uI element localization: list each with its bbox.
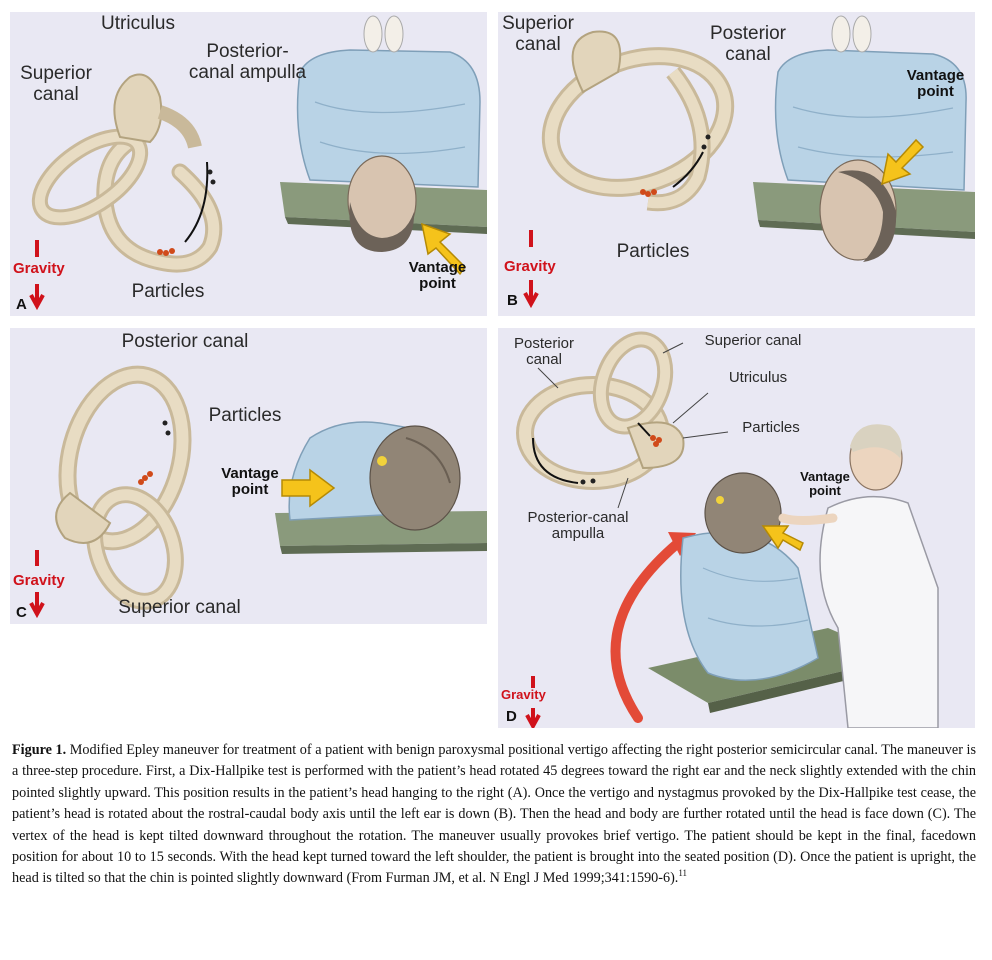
label-vantage-point: Vantage point (408, 259, 467, 293)
panel-b: Superior canal Posterior canal Particles… (498, 12, 975, 316)
gravity-label: Gravity (13, 260, 65, 277)
label-posterior-canal-ampulla: Posterior-canal ampulla (527, 509, 629, 543)
panel-letter-c: C (16, 604, 27, 621)
gravity-label: Gravity (13, 572, 65, 589)
label-superior-canal: Superior canal (502, 13, 574, 55)
label-posterior-canal: Posterior canal (513, 335, 575, 369)
gravity-down-arrow-icon (523, 280, 539, 309)
panel-a: Utriculus Superior canal Posterior- cana… (10, 12, 487, 316)
figure-caption: Figure 1. Modified Epley maneuver for tr… (12, 740, 976, 890)
figure-label: Figure 1. (12, 742, 67, 758)
label-particles: Particles (208, 405, 282, 426)
label-particles: Particles (616, 241, 690, 262)
panel-letter-a: A (16, 296, 27, 313)
panel-d: Posterior canal Superior canal Utriculus… (498, 328, 975, 728)
gravity-down-arrow-icon (29, 592, 45, 619)
label-posterior-canal: Posterior canal (709, 23, 787, 65)
panel-c-illustration (29, 365, 487, 619)
label-particles: Particles (131, 281, 205, 302)
panel-a-illustration (29, 15, 487, 311)
panel-d-canal-drawing (516, 331, 729, 509)
panel-letter-b: B (507, 292, 518, 309)
label-vantage-point: Vantage point (906, 67, 965, 101)
label-vantage-point: Vantage point (800, 469, 850, 499)
caption-text: Modified Epley maneuver for treatment of… (12, 742, 976, 887)
panel-letter-d: D (506, 708, 517, 725)
label-posterior-canal-ampulla: Posterior- canal ampulla (188, 41, 307, 83)
gravity-down-arrow-icon (525, 708, 541, 728)
vantage-arrow-icon (881, 138, 925, 186)
gravity-label: Gravity (501, 687, 546, 702)
label-superior-canal: Superior canal (118, 597, 241, 618)
label-utriculus: Utriculus (728, 369, 788, 386)
panel-c: Posterior canal Particles Vantage point … (10, 328, 487, 624)
label-superior-canal: Superior canal (20, 63, 92, 105)
vantage-arrow-icon (281, 468, 336, 508)
vantage-arrow-icon (421, 222, 466, 276)
panel-b-canal-drawing (541, 30, 735, 212)
label-vantage-point: Vantage point (221, 465, 279, 499)
label-posterior-canal: Posterior canal (121, 331, 249, 352)
gravity-label: Gravity (504, 258, 556, 275)
reference-number: 11 (678, 868, 688, 879)
label-particles: Particles (742, 419, 800, 436)
panel-b-illustration (523, 15, 975, 309)
label-utriculus: Utriculus (101, 13, 175, 34)
panel-a-canal-drawing (31, 73, 223, 273)
vantage-arrow-icon (761, 525, 804, 552)
gravity-down-arrow-icon (29, 284, 45, 311)
label-superior-canal: Superior canal (704, 332, 802, 349)
panel-c-canal-drawing (55, 365, 192, 610)
panel-d-illustration (516, 331, 939, 728)
